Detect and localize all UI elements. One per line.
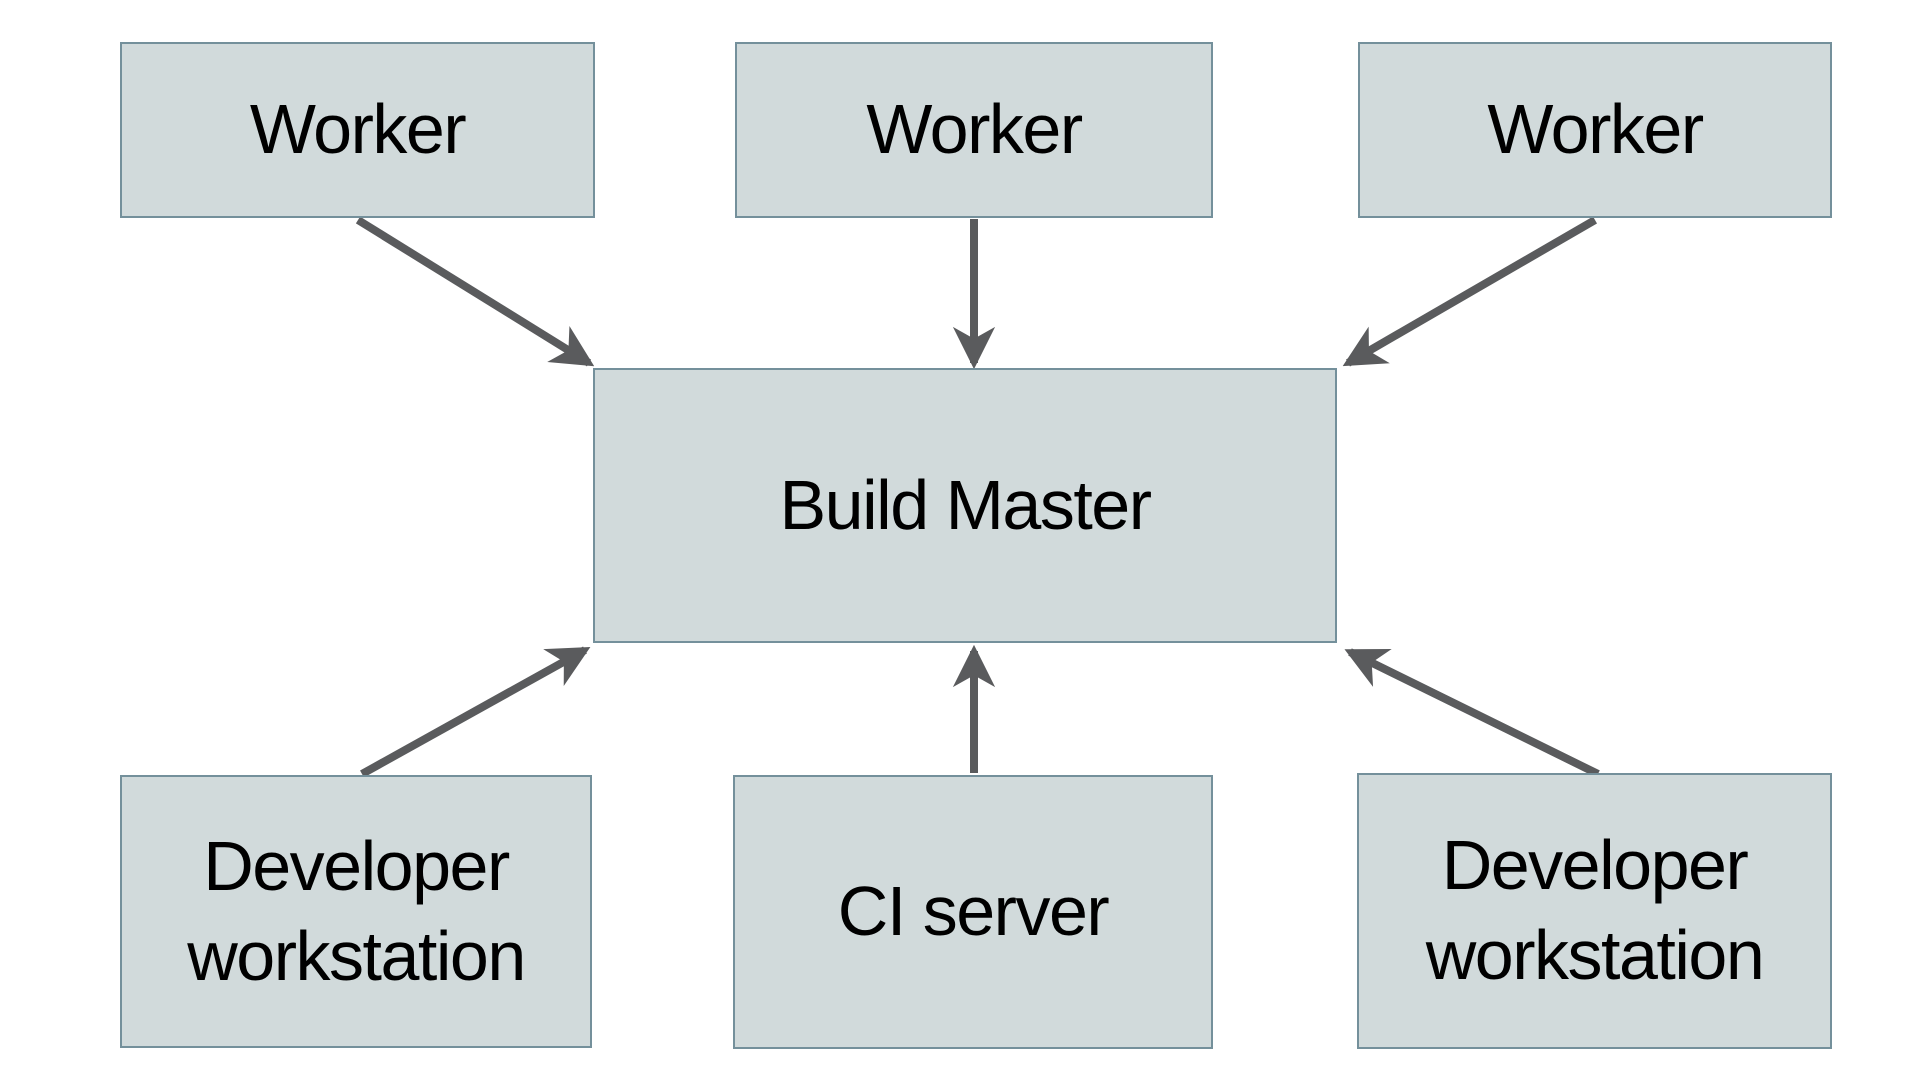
- node-label: Developer workstation: [187, 826, 526, 995]
- arrow-worker-1-to-build-master: [355, 216, 595, 367]
- node-label: Worker: [866, 90, 1083, 169]
- diagram-node-build-master: Build Master: [593, 368, 1337, 643]
- diagram-node-worker-1: Worker: [120, 42, 595, 218]
- diagram-node-worker-3: Worker: [1358, 42, 1832, 218]
- node-label: Developer workstation: [1425, 826, 1765, 994]
- node-label: Worker: [1487, 90, 1704, 169]
- node-label: Build Master: [779, 465, 1152, 544]
- arrow-developer-workstation-1-to-build-master: [360, 646, 591, 778]
- diagram-node-developer-workstation-1: Developer workstation: [120, 775, 592, 1048]
- diagram-node-worker-2: Worker: [735, 42, 1213, 218]
- node-label: CI server: [837, 872, 1110, 951]
- diagram-node-developer-workstation-2: Developer workstation: [1357, 773, 1832, 1049]
- arrow-developer-workstation-2-to-build-master: [1344, 648, 1600, 778]
- diagram-node-ci-server: CI server: [733, 775, 1213, 1049]
- node-label: Worker: [249, 90, 467, 169]
- arrow-worker-3-to-build-master: [1342, 216, 1598, 367]
